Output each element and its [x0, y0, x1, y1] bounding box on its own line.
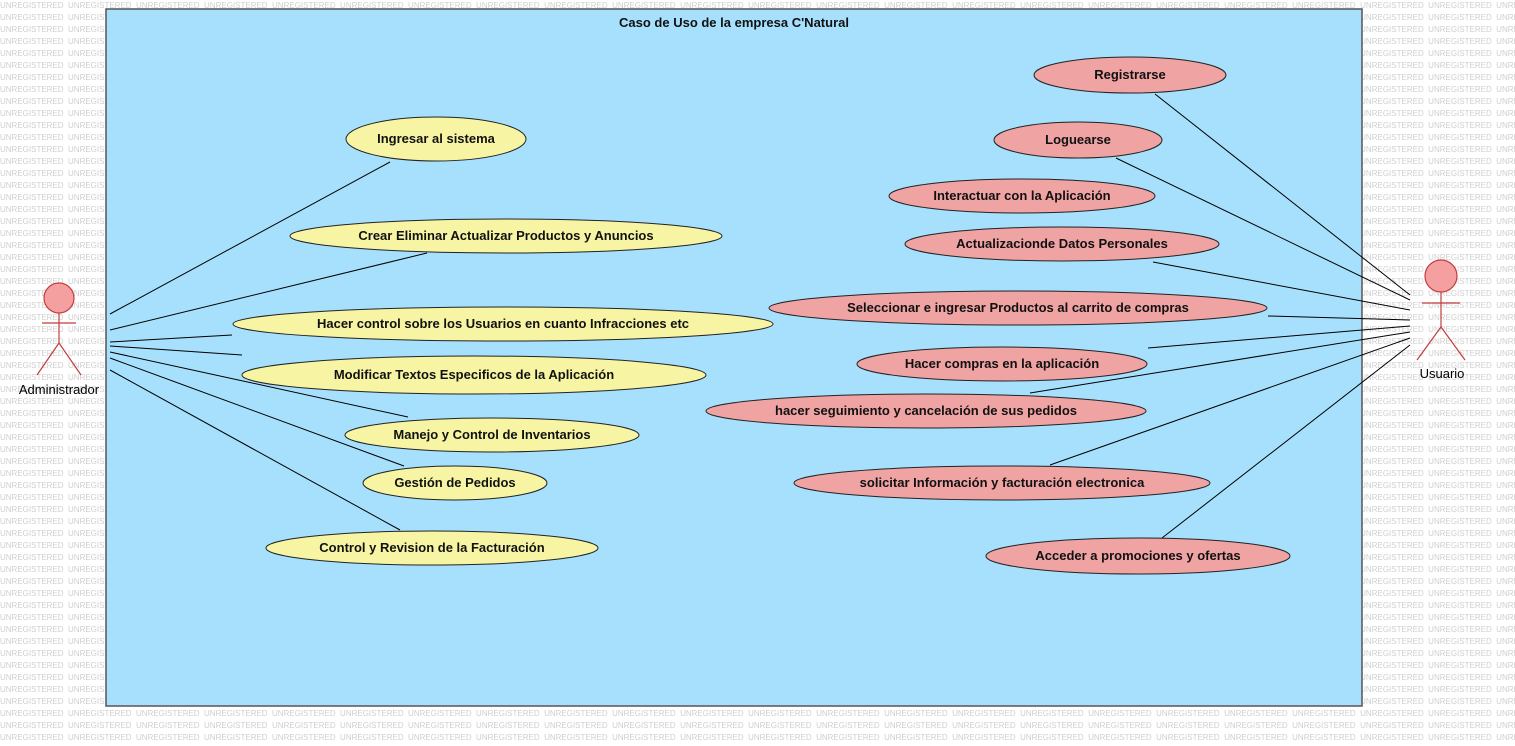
association-user-6: [1029, 331, 1411, 394]
usecase-registrarse[interactable]: Registrarse: [1033, 56, 1227, 94]
association-user-7: [1049, 337, 1411, 466]
usecase-label: Interactuar con la Aplicación: [933, 188, 1110, 203]
usecase-ellipse: [888, 178, 1156, 214]
usecase-ellipse: [856, 346, 1148, 382]
usecase-label: hacer seguimiento y cancelación de sus p…: [775, 403, 1077, 418]
association-admin-2: [109, 334, 233, 343]
usecase-interactuar-aplicacion[interactable]: Interactuar con la Aplicación: [888, 178, 1156, 214]
usecase-label: Control y Revision de la Facturación: [319, 540, 544, 555]
usecase-label: Crear Eliminar Actualizar Productos y An…: [358, 228, 653, 243]
usecase-ellipse: [344, 417, 640, 453]
usecase-label: Acceder a promociones y ofertas: [1035, 548, 1240, 563]
association-lines: [109, 93, 1411, 539]
association-admin-3: [109, 345, 243, 356]
usecase-ellipse: [705, 393, 1147, 429]
usecase-revision-facturacion[interactable]: Control y Revision de la Facturación: [265, 530, 599, 566]
actor-administrador[interactable]: Administrador: [19, 282, 100, 397]
usecase-loguearse[interactable]: Loguearse: [993, 121, 1163, 159]
association-user-4: [1267, 315, 1411, 321]
usecase-ellipse: [345, 116, 527, 162]
association-admin-0: [109, 161, 391, 315]
usecase-hacer-compras[interactable]: Hacer compras en la aplicación: [856, 346, 1148, 382]
actor-head: [1424, 259, 1458, 293]
usecase-label: solicitar Información y facturación elec…: [860, 475, 1145, 490]
usecase-label: Registrarse: [1094, 67, 1166, 82]
usecase-ellipse: [232, 306, 774, 342]
association-user-5: [1147, 325, 1411, 349]
actor-usuario[interactable]: Usuario: [1416, 259, 1466, 381]
usecase-label: Loguearse: [1045, 132, 1111, 147]
usecase-ellipse: [289, 218, 723, 254]
usecase-crear-eliminar-actualizar[interactable]: Crear Eliminar Actualizar Productos y An…: [289, 218, 723, 254]
usecase-ellipse: [241, 355, 707, 395]
usecase-ingresar-al-sistema[interactable]: Ingresar al sistema: [345, 116, 527, 162]
usecase-seguimiento-pedidos[interactable]: hacer seguimiento y cancelación de sus p…: [705, 393, 1147, 429]
usecase-label: Manejo y Control de Inventarios: [393, 427, 590, 442]
usecase-ellipse: [362, 465, 548, 501]
association-admin-1: [109, 252, 428, 331]
usecase-solicitar-facturacion[interactable]: solicitar Información y facturación elec…: [793, 465, 1211, 501]
actor-label: Administrador: [19, 382, 100, 397]
usecase-ellipse: [993, 121, 1163, 159]
usecase-label: Ingresar al sistema: [377, 131, 496, 146]
actor-label: Usuario: [1420, 366, 1465, 381]
usecase-gestion-pedidos[interactable]: Gestión de Pedidos: [362, 465, 548, 501]
usecase-ellipse: [768, 290, 1268, 326]
actor-right-leg: [1440, 326, 1466, 361]
usecase-label: Hacer compras en la aplicación: [905, 356, 1099, 371]
usecase-modificar-textos[interactable]: Modificar Textos Especificos de la Aplic…: [241, 355, 707, 395]
usecase-label: Seleccionar e ingresar Productos al carr…: [847, 300, 1189, 315]
usecase-label: Gestión de Pedidos: [394, 475, 515, 490]
usecase-label: Hacer control sobre los Usuarios en cuan…: [317, 316, 689, 331]
association-user-1: [1115, 157, 1411, 301]
usecase-manejo-inventarios[interactable]: Manejo y Control de Inventarios: [344, 417, 640, 453]
system-boundary[interactable]: [105, 8, 1363, 707]
association-user-8: [1161, 344, 1411, 539]
system-title: Caso de Uso de la empresa C'Natural: [619, 15, 849, 30]
usecase-ellipse: [265, 530, 599, 566]
actor-left-leg: [36, 342, 60, 376]
usecase-control-usuarios[interactable]: Hacer control sobre los Usuarios en cuan…: [232, 306, 774, 342]
actor-left-leg: [1416, 326, 1442, 361]
usecase-ellipse: [985, 537, 1291, 575]
usecase-ellipse: [1033, 56, 1227, 94]
usecase-label: Actualizacionde Datos Personales: [956, 236, 1168, 251]
association-user-0: [1154, 93, 1411, 296]
actor-head: [43, 282, 75, 314]
association-user-3: [1152, 261, 1411, 311]
association-admin-5: [109, 357, 405, 467]
usecase-promociones-ofertas[interactable]: Acceder a promociones y ofertas: [985, 537, 1291, 575]
usecase-actualizacion-datos[interactable]: Actualizacionde Datos Personales: [904, 226, 1220, 262]
association-admin-4: [109, 351, 409, 418]
usecase-seleccionar-productos[interactable]: Seleccionar e ingresar Productos al carr…: [768, 290, 1268, 326]
usecase-ellipse: [904, 226, 1220, 262]
usecase-label: Modificar Textos Especificos de la Aplic…: [334, 367, 614, 382]
usecase-ellipse: [793, 465, 1211, 501]
actor-right-leg: [58, 342, 82, 376]
association-admin-6: [109, 369, 401, 531]
